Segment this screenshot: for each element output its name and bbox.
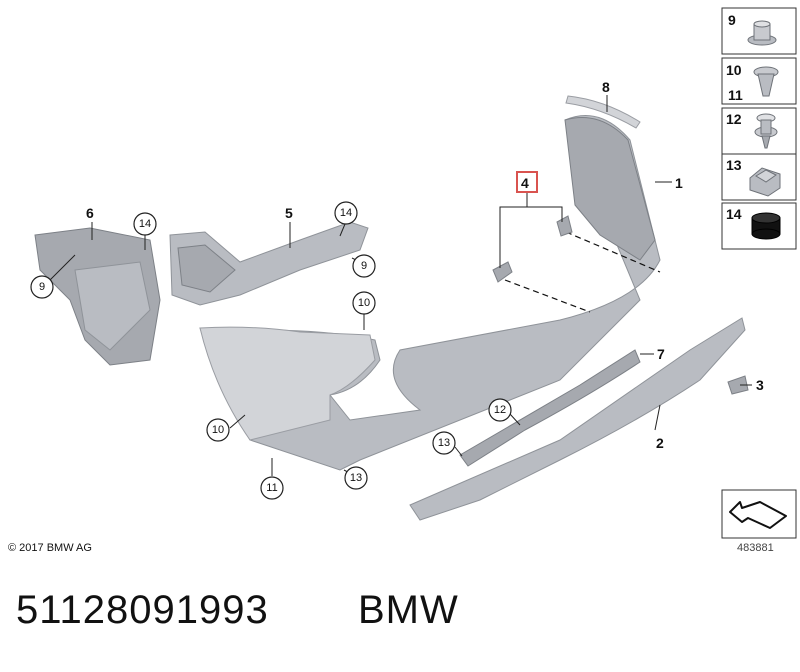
bumper-side-wing	[564, 117, 656, 261]
legend-label-14: 14	[726, 206, 742, 222]
leader-13a	[454, 446, 463, 457]
orientation-arrow-icon	[729, 501, 787, 529]
clip-nut-icon	[749, 167, 781, 197]
callout-14a: 14	[139, 218, 151, 230]
clip-4b	[556, 215, 573, 237]
part-number: 51128091993	[16, 588, 269, 632]
bracket-left-6-detail	[74, 261, 151, 351]
dash-line-1	[504, 279, 591, 313]
callout-13a-group: 13	[432, 431, 456, 455]
leader-4	[499, 206, 563, 268]
clip-4a	[492, 261, 513, 283]
leader-14b	[339, 223, 346, 237]
callout-14b: 14	[340, 207, 352, 219]
callout-2: 2	[656, 435, 664, 451]
callout-14b-group: 14	[334, 201, 358, 225]
legend-label-12: 12	[726, 111, 742, 127]
legend-label-10: 10	[726, 62, 742, 78]
clip-3	[727, 375, 749, 395]
bumper-upper-strip	[565, 95, 641, 129]
legend-label-11: 11	[728, 87, 743, 103]
callout-12: 12	[494, 404, 506, 416]
rubber-buffer-icon	[751, 212, 781, 240]
legend-label-9: 9	[728, 12, 736, 28]
callout-7: 7	[657, 346, 665, 362]
callout-13b: 13	[350, 472, 362, 484]
leader-2	[654, 404, 661, 431]
callout-10b-group: 10	[352, 291, 376, 315]
callout-1: 1	[675, 175, 683, 191]
dash-line-2	[565, 231, 661, 273]
callout-4-highlight-box	[516, 171, 538, 193]
leader-12	[509, 413, 521, 426]
legend-label-13: 13	[726, 157, 742, 173]
parts-diagram: 1 2 3 5 6 7 8 4 9 9 10 10 11 12 13 13 14	[30, 7, 797, 539]
callout-4: 4	[521, 175, 529, 191]
trim-strip-7	[459, 349, 641, 467]
callout-9b-group: 9	[352, 254, 376, 278]
callout-9a-group: 9	[30, 275, 54, 299]
diagram-reference: 483881	[737, 542, 774, 554]
rivet-icon	[754, 113, 778, 149]
leader-9a	[49, 254, 76, 281]
callout-14a-group: 14	[133, 212, 157, 236]
callout-8: 8	[602, 79, 610, 95]
callout-10a-group: 10	[206, 418, 230, 442]
callout-5: 5	[285, 205, 293, 221]
leader-10a	[229, 414, 246, 429]
callout-9b: 9	[361, 260, 367, 272]
callout-10a: 10	[212, 424, 224, 436]
callout-3: 3	[756, 377, 764, 393]
diffuser-2	[409, 317, 746, 521]
callout-13a: 13	[438, 437, 450, 449]
callout-11-group: 11	[260, 476, 284, 500]
nut-icon	[747, 20, 777, 46]
carrier-5-detail	[177, 244, 236, 293]
copyright-text: © 2017 BMW AG	[8, 542, 92, 554]
brand-name: BMW	[358, 588, 459, 632]
callout-11: 11	[266, 482, 277, 494]
callout-6: 6	[86, 205, 94, 221]
callout-13b-group: 13	[344, 466, 368, 490]
legend-panel: 9 10 11 12 13 14	[721, 7, 797, 250]
bumper-lower-skirt	[199, 326, 376, 441]
callout-12-group: 12	[488, 398, 512, 422]
callout-10b: 10	[358, 297, 370, 309]
screw-icon	[753, 66, 779, 97]
callout-9a: 9	[39, 281, 45, 293]
